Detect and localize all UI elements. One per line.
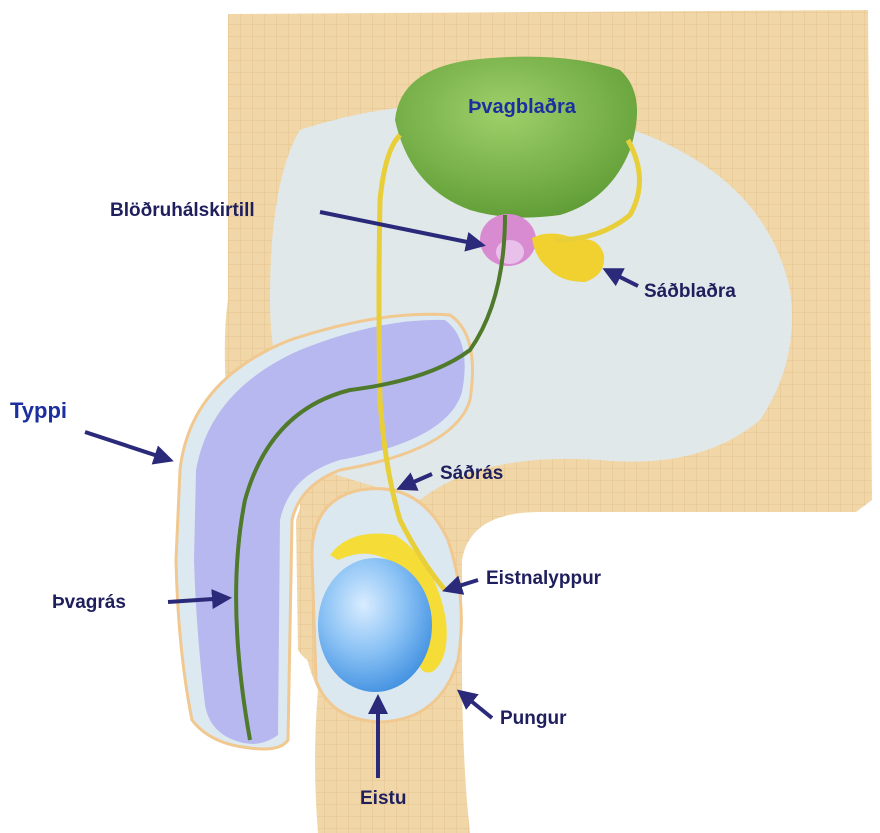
arrow-scrotum (460, 692, 492, 718)
label-bladder: Þvagblaðra (468, 96, 577, 118)
label-urethra: Þvagrás (52, 592, 126, 613)
label-epididymis: Eistnalyppur (486, 568, 602, 589)
label-scrotum: Pungur (500, 708, 567, 729)
label-vas-deferens: Sáðrás (440, 463, 503, 484)
label-testis: Eistu (360, 788, 406, 809)
testis (318, 558, 432, 692)
label-prostate: Blöðruhálskirtill (110, 200, 255, 221)
label-penis: Typpi (10, 398, 67, 423)
label-seminal-vesicle: Sáðblaðra (644, 281, 736, 302)
arrow-penis (85, 432, 170, 460)
